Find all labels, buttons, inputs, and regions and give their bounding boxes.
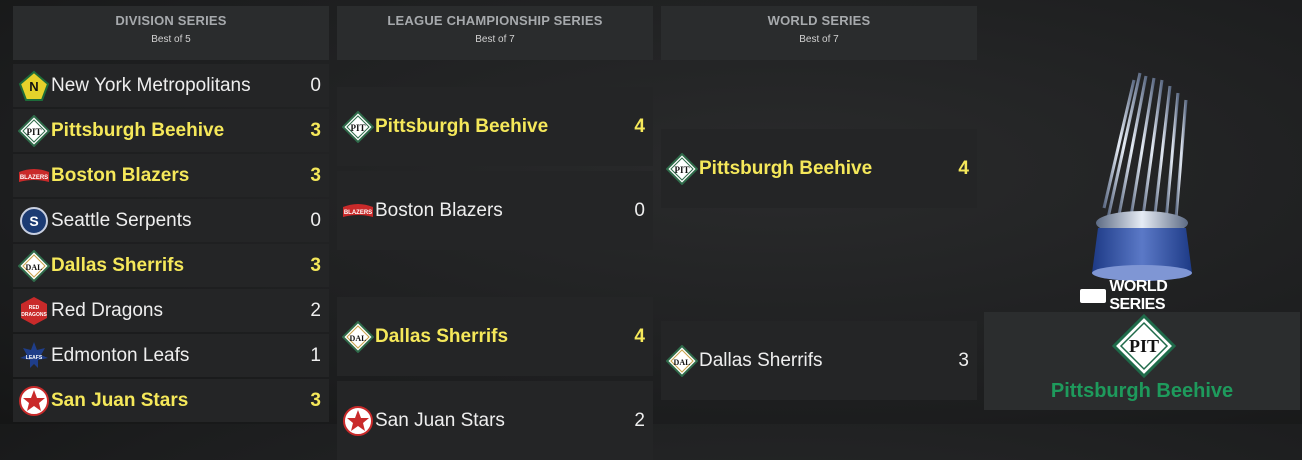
svg-text:PIT: PIT xyxy=(1129,336,1159,356)
world-series-trophy-icon xyxy=(1092,72,1192,281)
team-logo-icon: N xyxy=(17,69,51,103)
column-subtitle: Best of 7 xyxy=(799,34,839,45)
division-series-header: DIVISION SERIES Best of 5 xyxy=(13,6,329,60)
svg-text:PIT: PIT xyxy=(26,127,41,137)
team-row[interactable]: PIT Pittsburgh Beehive 4 xyxy=(661,129,977,208)
team-row[interactable]: S Seattle Serpents 0 xyxy=(13,199,329,242)
team-row[interactable]: LEAFS Edmonton Leafs 1 xyxy=(13,334,329,377)
trophy-caption: WORLD SERIES xyxy=(1080,278,1206,313)
svg-text:PIT: PIT xyxy=(350,123,365,133)
team-row[interactable]: N New York Metropolitans 0 xyxy=(13,64,329,107)
world-series-header: WORLD SERIES Best of 7 xyxy=(661,6,977,60)
series-score: 3 xyxy=(310,389,321,411)
mlb-logo-icon xyxy=(1080,289,1107,303)
series-score: 4 xyxy=(634,325,645,347)
team-name: San Juan Stars xyxy=(375,409,505,431)
team-name: Dallas Sherrifs xyxy=(699,349,823,371)
lcs-header: LEAGUE CHAMPIONSHIP SERIES Best of 7 xyxy=(337,6,653,60)
series-score: 3 xyxy=(310,164,321,186)
team-logo-icon: PIT xyxy=(17,114,51,148)
svg-text:PIT: PIT xyxy=(674,165,689,175)
team-row[interactable]: DAL Dallas Sherrifs 3 xyxy=(13,244,329,287)
team-name: Seattle Serpents xyxy=(51,209,192,231)
team-logo-icon: DAL xyxy=(665,344,699,378)
team-logo-icon: DAL xyxy=(17,249,51,283)
team-name: Edmonton Leafs xyxy=(51,344,190,366)
team-name: Dallas Sherrifs xyxy=(51,254,185,276)
series-score: 4 xyxy=(958,157,969,179)
division-series-column: DIVISION SERIES Best of 5 xyxy=(13,6,329,60)
svg-text:BLAZERS: BLAZERS xyxy=(20,175,48,181)
svg-text:DAL: DAL xyxy=(350,334,367,343)
svg-text:RED: RED xyxy=(29,305,40,311)
world-series-column: WORLD SERIES Best of 7 xyxy=(661,6,977,60)
team-name: Red Dragons xyxy=(51,299,163,321)
team-logo-icon: BLAZERS xyxy=(341,194,375,228)
team-row[interactable]: DAL Dallas Sherrifs 3 xyxy=(661,321,977,400)
series-score: 0 xyxy=(310,74,321,96)
team-row[interactable]: DAL Dallas Sherrifs 4 xyxy=(337,297,653,376)
champion-logo-icon: PIT xyxy=(1111,313,1177,383)
series-score: 4 xyxy=(634,115,645,137)
lcs-column: LEAGUE CHAMPIONSHIP SERIES Best of 7 xyxy=(337,6,653,60)
team-logo-icon: DAL xyxy=(341,320,375,354)
team-logo-icon: PIT xyxy=(665,152,699,186)
team-name: New York Metropolitans xyxy=(51,74,251,96)
series-score: 2 xyxy=(310,299,321,321)
svg-text:N: N xyxy=(29,79,38,94)
series-score: 2 xyxy=(634,409,645,431)
svg-text:DRAGONS: DRAGONS xyxy=(21,312,47,318)
series-score: 1 xyxy=(310,344,321,366)
team-name: Boston Blazers xyxy=(51,164,190,186)
team-name: Boston Blazers xyxy=(375,199,503,221)
svg-text:DAL: DAL xyxy=(674,358,691,367)
series-score: 0 xyxy=(634,199,645,221)
team-row[interactable]: PIT Pittsburgh Beehive 3 xyxy=(13,109,329,152)
column-title: LEAGUE CHAMPIONSHIP SERIES xyxy=(387,13,603,28)
svg-text:DAL: DAL xyxy=(26,263,43,272)
team-logo-icon xyxy=(341,404,375,438)
series-score: 0 xyxy=(310,209,321,231)
team-name: Dallas Sherrifs xyxy=(375,325,509,347)
team-row[interactable]: PIT Pittsburgh Beehive 4 xyxy=(337,87,653,166)
series-score: 3 xyxy=(310,254,321,276)
team-name: San Juan Stars xyxy=(51,389,189,411)
column-subtitle: Best of 5 xyxy=(151,34,191,45)
svg-text:BLAZERS: BLAZERS xyxy=(344,210,372,216)
team-row[interactable]: San Juan Stars 3 xyxy=(13,379,329,422)
column-subtitle: Best of 7 xyxy=(475,34,515,45)
team-name: Pittsburgh Beehive xyxy=(375,115,549,137)
champion-name: Pittsburgh Beehive xyxy=(1050,380,1234,402)
svg-text:S: S xyxy=(29,213,38,229)
champion-panel: PIT Pittsburgh Beehive xyxy=(984,312,1300,410)
column-title: WORLD SERIES xyxy=(767,13,871,28)
series-score: 3 xyxy=(958,349,969,371)
team-row[interactable]: San Juan Stars 2 xyxy=(337,381,653,460)
team-logo-icon: S xyxy=(17,204,51,238)
team-logo-icon: LEAFS xyxy=(17,339,51,373)
team-logo-icon xyxy=(17,384,51,418)
team-logo-icon: PIT xyxy=(341,110,375,144)
series-score: 3 xyxy=(310,119,321,141)
column-title: DIVISION SERIES xyxy=(115,13,227,28)
team-logo-icon: BLAZERS xyxy=(17,159,51,193)
svg-text:LEAFS: LEAFS xyxy=(26,355,43,361)
team-name: Pittsburgh Beehive xyxy=(699,157,873,179)
team-name: Pittsburgh Beehive xyxy=(51,119,225,141)
